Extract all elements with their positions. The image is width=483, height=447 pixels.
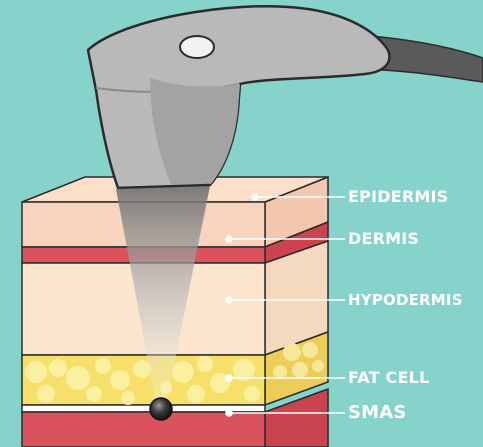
label-hypodermis: HYPODERMIS [348,291,463,309]
skin-block-side [265,177,328,447]
focal-point-icon [150,398,172,420]
label-epidermis: EPIDERMIS [348,187,448,206]
label-dermis: DERMIS [348,229,419,248]
ultrasound-handpiece-icon [88,6,483,188]
label-fat-cell: FAT CELL [348,368,429,387]
label-smas: SMAS [348,402,407,423]
